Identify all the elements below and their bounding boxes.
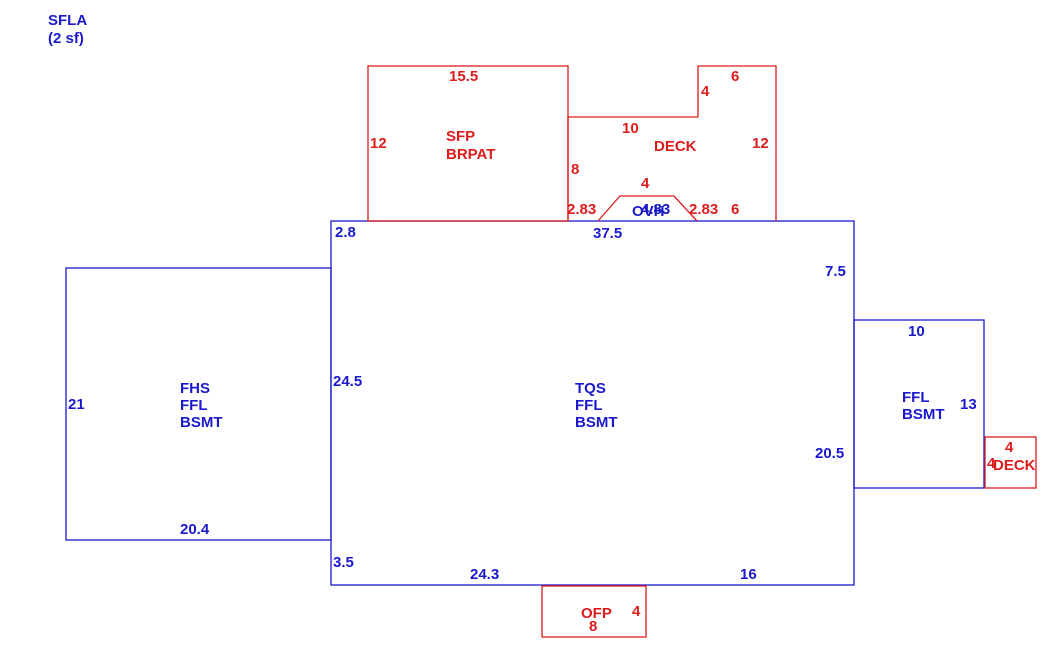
left-area-label-3: BSMT [180, 414, 223, 431]
dim-main-bottom-b: 16 [740, 566, 757, 583]
main-area-label-1: TQS [575, 380, 606, 397]
dim-main-right: 20.5 [815, 445, 844, 462]
dim-deck2-side: 4 [987, 455, 996, 472]
dim-main-left: 24.5 [333, 373, 362, 390]
ofp-outline [541, 585, 647, 638]
dim-main-top: 37.5 [593, 225, 622, 242]
dim-main-bottom-left: 3.5 [333, 554, 354, 571]
ofp-label: OFP [581, 605, 612, 622]
dim-ovh-top: 4 [641, 175, 650, 192]
patio-label-2: BRPAT [446, 146, 495, 163]
dim-main-top-left: 2.8 [335, 224, 356, 241]
dim-patio-top: 15.5 [449, 68, 478, 85]
dim-patio-left: 12 [370, 135, 387, 152]
dim-ovh-left: 2.83 [567, 201, 596, 218]
sfla-area: (2 sf) [48, 30, 84, 47]
right-wing-outline [853, 319, 985, 489]
sfla-title: SFLA [48, 12, 87, 29]
dim-ovh-center: 4.83 [641, 201, 670, 218]
dim-deck-right: 12 [752, 135, 769, 152]
left-wing-outline [65, 267, 332, 541]
dim-deck-top-a: 6 [731, 68, 739, 85]
dim-right-top: 10 [908, 323, 925, 340]
dim-left-side: 21 [68, 396, 85, 413]
dim-deck-step: 8 [571, 161, 579, 178]
right-area-label-1: FFL [902, 389, 930, 406]
dim-ofp-bottom: 8 [589, 618, 597, 635]
dim-main-right-top: 7.5 [825, 263, 846, 280]
dim-ofp-side: 4 [632, 603, 641, 620]
dim-right-side: 13 [960, 396, 977, 413]
main-area-label-2: FFL [575, 397, 603, 414]
deck-right-outline [984, 436, 1037, 489]
dim-deck2-top: 4 [1005, 439, 1014, 456]
patio-label-1: SFP [446, 128, 475, 145]
right-area-label-2: BSMT [902, 406, 945, 423]
dim-main-bottom-a: 24.3 [470, 566, 499, 583]
overhang-outline [597, 195, 698, 222]
dim-ovh-right: 2.83 [689, 201, 718, 218]
left-area-label-2: FFL [180, 397, 208, 414]
main-area-label-3: BSMT [575, 414, 618, 431]
dim-deck-bottom-right: 6 [731, 201, 739, 218]
deck-right-label: DECK [993, 457, 1036, 474]
ovh-label: OVH [632, 203, 665, 220]
dim-left-bottom: 20.4 [180, 521, 210, 538]
deck-top-label: DECK [654, 138, 697, 155]
left-area-label-1: FHS [180, 380, 210, 397]
dim-deck-mid: 10 [622, 120, 639, 137]
dim-deck-top-b: 4 [701, 83, 710, 100]
deck-top-outline [567, 65, 777, 221]
